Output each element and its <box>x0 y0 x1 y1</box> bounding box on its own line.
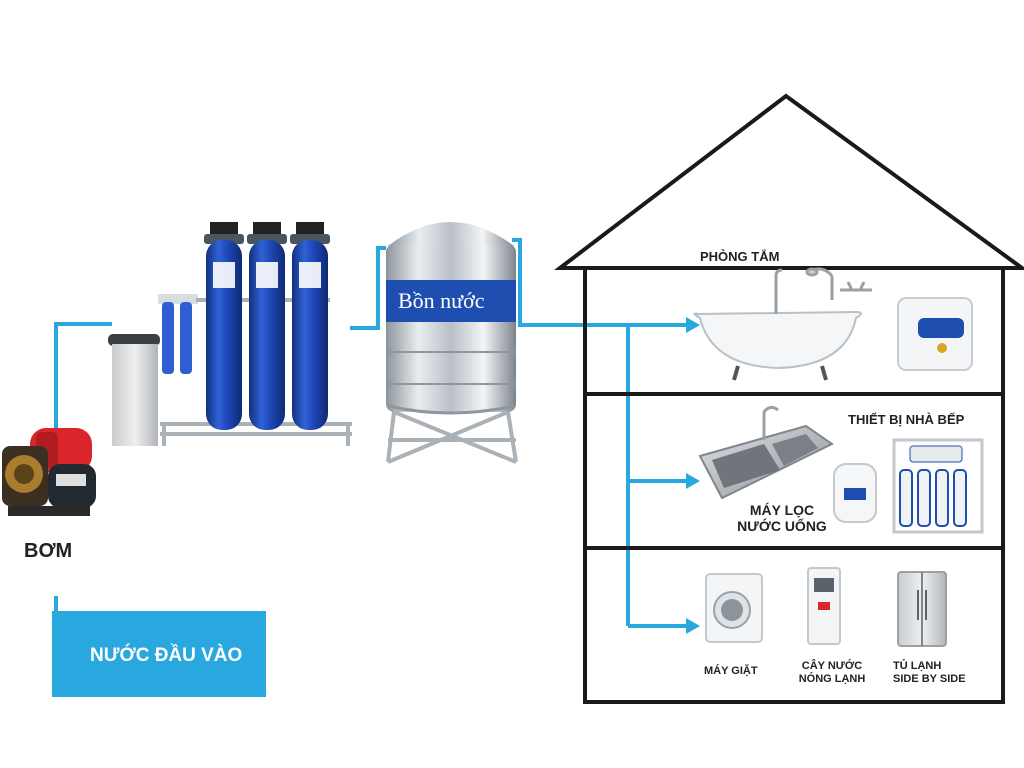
kitchen-label: THIẾT BỊ NHÀ BẾP <box>848 412 965 427</box>
refrigerator-icon <box>897 571 947 647</box>
tank-to-house-pipe <box>512 238 690 327</box>
ro-purifier-label: MÁY LỌC NƯỚC UỐNG <box>730 502 834 534</box>
kitchen-sink-icon <box>698 405 834 500</box>
arrow-laundry <box>686 618 700 634</box>
dispenser-label: CÂY NƯỚC NÓNG LẠNH <box>794 660 870 685</box>
arrow-bathroom <box>686 317 700 333</box>
fridge-label: TỦ LẠNH SIDE BY SIDE <box>893 660 966 685</box>
filter-to-tank-pipe <box>350 246 386 330</box>
dispenser-label-line1: CÂY NƯỚC <box>801 660 863 672</box>
filter-column-icon <box>290 222 330 430</box>
fridge-label-line2: SIDE BY SIDE <box>893 672 966 685</box>
pump-label: BƠM <box>24 540 73 562</box>
water-tank-icon <box>386 222 518 464</box>
filter-column-icon <box>247 222 287 430</box>
arrow-kitchen <box>686 473 700 489</box>
bathroom-label: PHÒNG TẮM <box>700 249 780 264</box>
dispenser-label-line2: NÓNG LẠNH <box>798 672 866 685</box>
water-input-box <box>52 611 266 697</box>
pipe-network <box>54 238 690 650</box>
tank-label-band <box>386 280 516 322</box>
pre-filter-icon <box>158 294 198 374</box>
pump-to-filter-pipe <box>54 322 112 432</box>
water-dispenser-icon <box>807 567 841 645</box>
ro-purifier-label-line1: MÁY LỌC <box>749 502 815 518</box>
washer-label: MÁY GIẶT <box>704 665 758 677</box>
fridge-label-line1: TỦ LẠNH <box>893 660 942 672</box>
salt-tank-icon <box>108 334 160 446</box>
washing-machine-icon <box>705 573 763 643</box>
filter-column-icon <box>204 222 244 430</box>
ro-purifier-label-line2: NƯỚC UỐNG <box>737 518 827 535</box>
ro-purifier-icon <box>833 438 984 534</box>
tank-label: Bồn nước <box>398 288 485 313</box>
bathtub-icon <box>693 268 862 381</box>
house-outline <box>554 93 1024 704</box>
pump-icon <box>2 428 96 516</box>
pipe-arrows <box>686 317 700 634</box>
shower-icon <box>805 267 872 300</box>
water-input-label: NƯỚC ĐẦU VÀO <box>90 645 243 666</box>
water-heater-icon <box>897 297 973 371</box>
